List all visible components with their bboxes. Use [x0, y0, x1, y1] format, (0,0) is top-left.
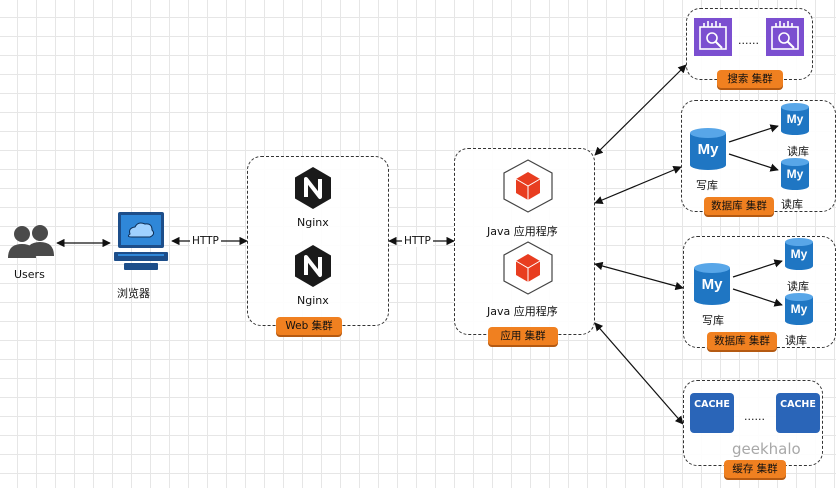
elasticsearch-icon-1 [694, 18, 732, 60]
java-app-label-2: Java 应用程序 [487, 305, 558, 318]
mysql-replica-icon-2b: My [784, 292, 814, 330]
search-ellipsis: ...... [738, 34, 759, 47]
users-icon [6, 222, 56, 266]
mysql-replica-icon-1b: My [780, 157, 810, 195]
web-cluster-tag: Web 集群 [276, 317, 342, 335]
cache-icon-2-text: CACHE [780, 399, 816, 410]
cache-icon-1-text: CACHE [694, 399, 730, 410]
db2-master-label: 写库 [702, 314, 724, 327]
mysql-logo-text: My [790, 302, 808, 316]
db1-replica-label-2: 读库 [781, 198, 803, 211]
db2-replica-label-2: 读库 [785, 334, 807, 347]
mysql-replica-icon-2a: My [784, 237, 814, 275]
mysql-logo-text: My [701, 276, 723, 293]
nginx-logo-1 [293, 166, 333, 214]
browser-label: 浏览器 [117, 287, 150, 300]
db-cluster-1-tag: 数据库 集群 [704, 197, 774, 215]
mysql-logo-text: My [790, 247, 808, 261]
db2-replica-label-1: 读库 [787, 280, 809, 293]
cache-ellipsis: ...... [744, 410, 765, 423]
mysql-master-icon-1: My [688, 127, 728, 175]
db-cluster-2-tag: 数据库 集群 [707, 332, 777, 350]
cache-icon-2: CACHE [776, 393, 820, 437]
users-label: Users [14, 268, 45, 281]
mysql-logo-text: My [786, 167, 804, 181]
app-cluster-tag: 应用 集群 [488, 327, 558, 345]
mysql-replica-icon-1a: My [780, 102, 810, 140]
mysql-master-icon-2: My [692, 262, 732, 310]
cache-cluster-tag: 缓存 集群 [724, 460, 786, 478]
elasticsearch-icon-2 [766, 18, 804, 60]
java-app-icon-1 [500, 158, 556, 218]
app-db2-arrow [594, 261, 684, 291]
nginx-label-2: Nginx [297, 294, 329, 307]
watermark-text: geekhalo [732, 440, 801, 458]
db1-master-label: 写库 [696, 179, 718, 192]
nginx-logo-2 [293, 244, 333, 292]
mysql-logo-text: My [786, 112, 804, 126]
mysql-logo-text: My [697, 141, 719, 158]
browser-icon [110, 210, 170, 278]
java-app-icon-2 [500, 240, 556, 300]
nginx-label-1: Nginx [297, 216, 329, 229]
http-label-left: HTTP [190, 235, 221, 247]
http-label-right: HTTP [402, 235, 433, 247]
app-db1-arrow [594, 166, 682, 204]
java-app-label-1: Java 应用程序 [487, 225, 558, 238]
app-cache-arrow [594, 322, 684, 425]
cache-icon-1: CACHE [690, 393, 734, 437]
search-cluster-tag: 搜索 集群 [717, 70, 783, 88]
db1-replica-label-1: 读库 [787, 145, 809, 158]
app-search-arrow [594, 64, 687, 156]
